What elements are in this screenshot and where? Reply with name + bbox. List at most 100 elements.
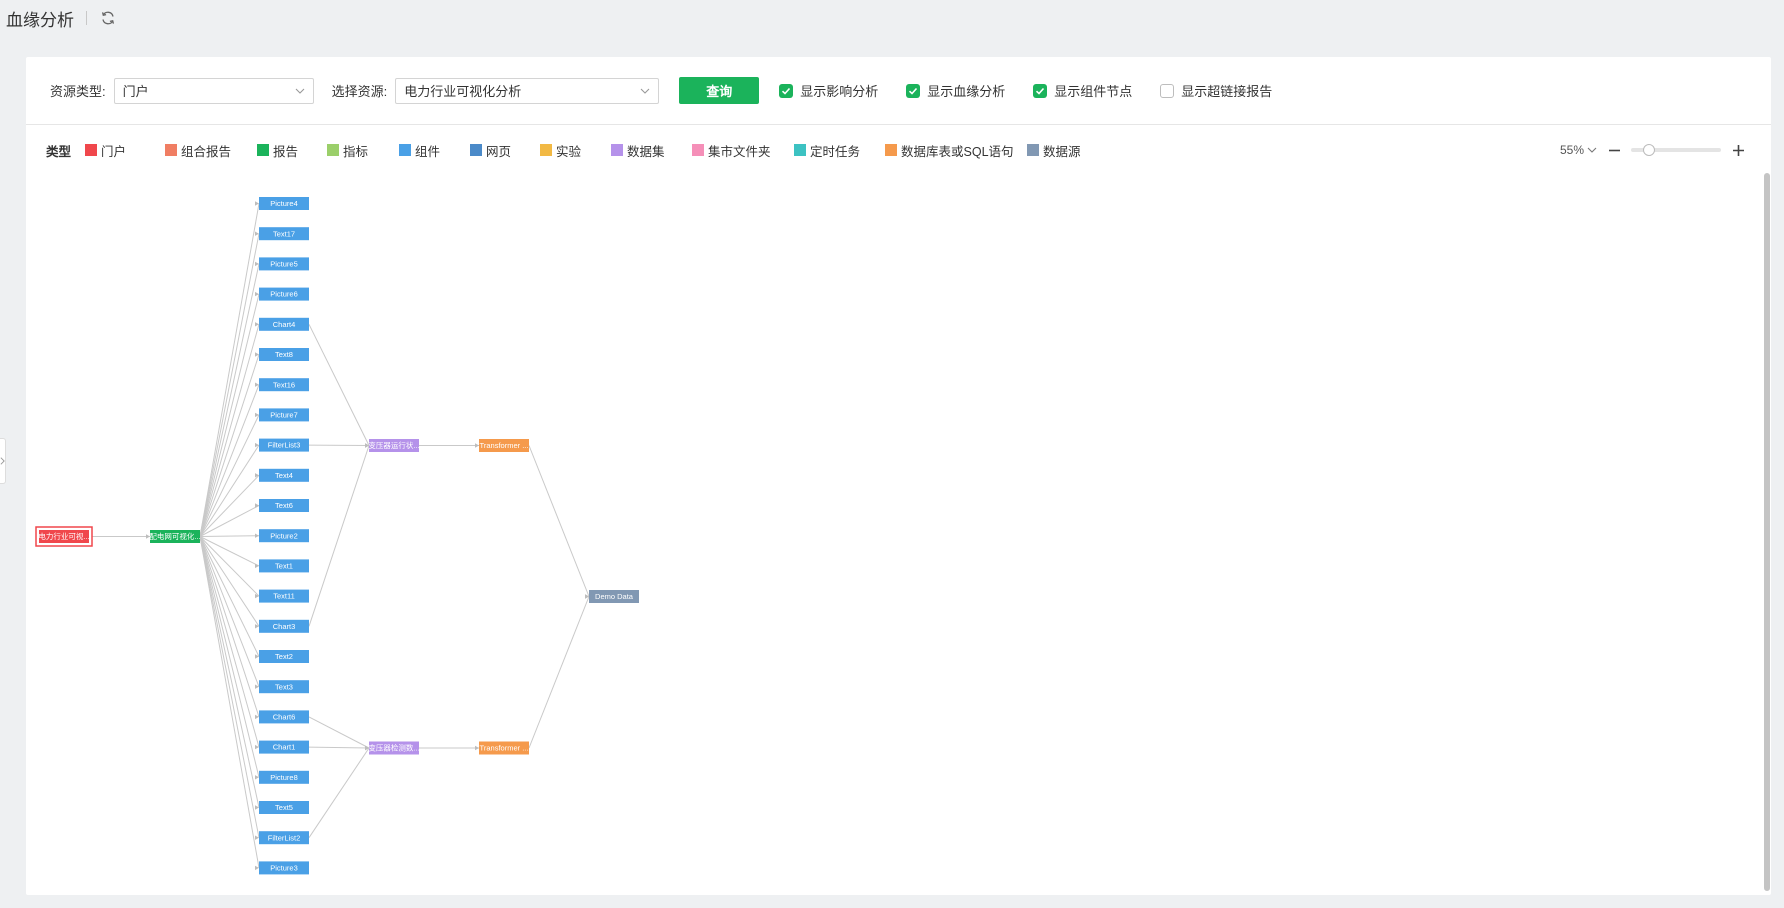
- node-box: [259, 529, 309, 543]
- legend-label: 数据集: [627, 144, 665, 159]
- option-lineage-checkbox[interactable]: 显示血缘分析: [906, 81, 1005, 100]
- graph-node-component[interactable]: Text11: [259, 589, 309, 603]
- node-label: Text4: [275, 471, 293, 480]
- graph-edge: [199, 203, 260, 537]
- graph-node-report[interactable]: 配电网可视化...: [149, 530, 201, 543]
- resource-type-value: 门户: [122, 84, 149, 99]
- checkbox-checked-icon[interactable]: [906, 83, 921, 98]
- graph-edge: [199, 505, 260, 537]
- graph-node-component[interactable]: Text2: [259, 650, 309, 663]
- graph-node-component[interactable]: Text17: [259, 227, 309, 241]
- legend-item: 组件: [399, 141, 470, 160]
- graph-node-component[interactable]: Text1: [259, 559, 309, 573]
- legend-swatch: [540, 144, 553, 156]
- refresh-icon[interactable]: [99, 9, 117, 27]
- edge-arrow: [255, 624, 259, 629]
- graph-node-dataset[interactable]: 变压器运行状...: [368, 439, 420, 452]
- legend-label: 集市文件夹: [708, 144, 771, 159]
- node-box: [369, 439, 419, 452]
- graph-edge: [199, 293, 260, 537]
- node-box: [259, 740, 309, 754]
- legend-swatch: [611, 144, 624, 156]
- edge-arrow: [255, 835, 259, 840]
- node-label: 配电网可视化...: [149, 531, 200, 541]
- checkbox-unchecked-icon[interactable]: [1160, 83, 1175, 98]
- graph-node-dataset[interactable]: 变压器检测数...: [368, 741, 420, 755]
- graph-node-component[interactable]: Picture8: [259, 770, 309, 784]
- option-impact-checkbox[interactable]: 显示影响分析: [779, 81, 878, 100]
- option-hyperlink-checkbox[interactable]: 显示超链接报告: [1160, 81, 1272, 100]
- graph-node-table[interactable]: Transformer ...: [479, 741, 529, 755]
- graph-edge: [199, 536, 260, 627]
- graph-node-component[interactable]: Picture6: [259, 287, 309, 301]
- edge-arrow: [475, 745, 479, 751]
- graph-node-component[interactable]: Text4: [259, 468, 309, 482]
- option-component-checkbox[interactable]: 显示组件节点: [1033, 81, 1132, 100]
- legend-label: 数据源: [1043, 144, 1081, 159]
- graph-node-component[interactable]: Picture7: [259, 408, 309, 422]
- legend-swatch: [1027, 144, 1040, 156]
- lineage-graph[interactable]: 电力行业可视... 配电网可视化... Picture4Text17Picture5…: [26, 57, 1756, 895]
- graph-node-table[interactable]: Transformer ...: [479, 439, 529, 452]
- graph-node-component[interactable]: Picture4: [259, 197, 309, 210]
- edge-arrow: [255, 684, 259, 689]
- zoom-slider-handle[interactable]: [1643, 144, 1655, 156]
- node-label: Text2: [275, 652, 293, 661]
- zoom-out-icon[interactable]: [1607, 143, 1621, 157]
- edge-arrow: [365, 745, 369, 751]
- zoom-slider[interactable]: [1631, 144, 1721, 156]
- resource-select[interactable]: 电力行业可视化分析: [395, 77, 660, 104]
- graph-node-component[interactable]: FilterList2: [259, 831, 309, 845]
- graph-edge: [199, 536, 260, 718]
- vertical-scrollbar[interactable]: [1763, 167, 1771, 893]
- graph-node-component[interactable]: Chart3: [259, 619, 309, 633]
- node-label: Text3: [275, 682, 293, 691]
- legend-swatch: [885, 144, 898, 156]
- legend-item: 组合报告: [165, 141, 257, 160]
- graph-node-portal[interactable]: 电力行业可视...: [35, 526, 93, 547]
- graph-edge: [199, 536, 260, 868]
- node-box: [150, 530, 200, 543]
- legend-label: 组合报告: [181, 144, 232, 159]
- node-box: [259, 227, 309, 241]
- checkbox-checked-icon[interactable]: [1033, 83, 1048, 98]
- legend-swatch: [257, 144, 270, 156]
- node-label: Text5: [275, 803, 293, 812]
- node-label: FilterList3: [268, 441, 301, 450]
- zoom-level-select[interactable]: 55%: [1560, 143, 1597, 157]
- graph-node-component[interactable]: Chart6: [259, 710, 309, 724]
- graph-edge: [199, 536, 260, 838]
- graph-node-component[interactable]: Text16: [259, 378, 309, 392]
- graph-edge: [199, 474, 260, 537]
- zoom-in-icon[interactable]: [1731, 143, 1745, 157]
- sidebar-expand-handle[interactable]: [0, 438, 6, 484]
- legend-label: 组件: [415, 144, 441, 159]
- node-box: [259, 197, 309, 210]
- graph-node-component[interactable]: Chart1: [259, 740, 309, 754]
- edge-arrow: [255, 291, 259, 297]
- node-box: [259, 378, 309, 392]
- checkbox-checked-icon[interactable]: [779, 83, 794, 98]
- graph-node-component[interactable]: Text8: [259, 348, 309, 361]
- legend-swatch: [85, 144, 98, 156]
- graph-edge: [199, 535, 260, 537]
- query-button[interactable]: 查询: [679, 77, 760, 104]
- graph-node-datasource[interactable]: Demo Data: [589, 590, 639, 603]
- graph-node-component[interactable]: Text3: [259, 680, 309, 694]
- node-box: [479, 439, 529, 452]
- graph-node-component[interactable]: Picture5: [259, 257, 309, 271]
- edge-arrow: [255, 261, 259, 267]
- resource-value: 电力行业可视化分析: [404, 84, 522, 99]
- resource-type-select[interactable]: 门户: [113, 77, 314, 104]
- node-label: Chart6: [273, 713, 296, 722]
- graph-node-component[interactable]: Picture3: [259, 861, 309, 875]
- chevron-right-icon: [0, 457, 5, 465]
- graph-node-component[interactable]: Text6: [259, 499, 309, 512]
- graph-node-component[interactable]: Text5: [259, 801, 309, 814]
- scrollbar-thumb[interactable]: [1764, 173, 1770, 891]
- graph-node-component[interactable]: FilterList3: [259, 438, 309, 452]
- resource-type-label: 资源类型:: [50, 84, 106, 99]
- graph-node-component[interactable]: Chart4: [259, 317, 309, 331]
- node-label: Chart3: [273, 622, 296, 631]
- graph-node-component[interactable]: Picture2: [259, 529, 309, 543]
